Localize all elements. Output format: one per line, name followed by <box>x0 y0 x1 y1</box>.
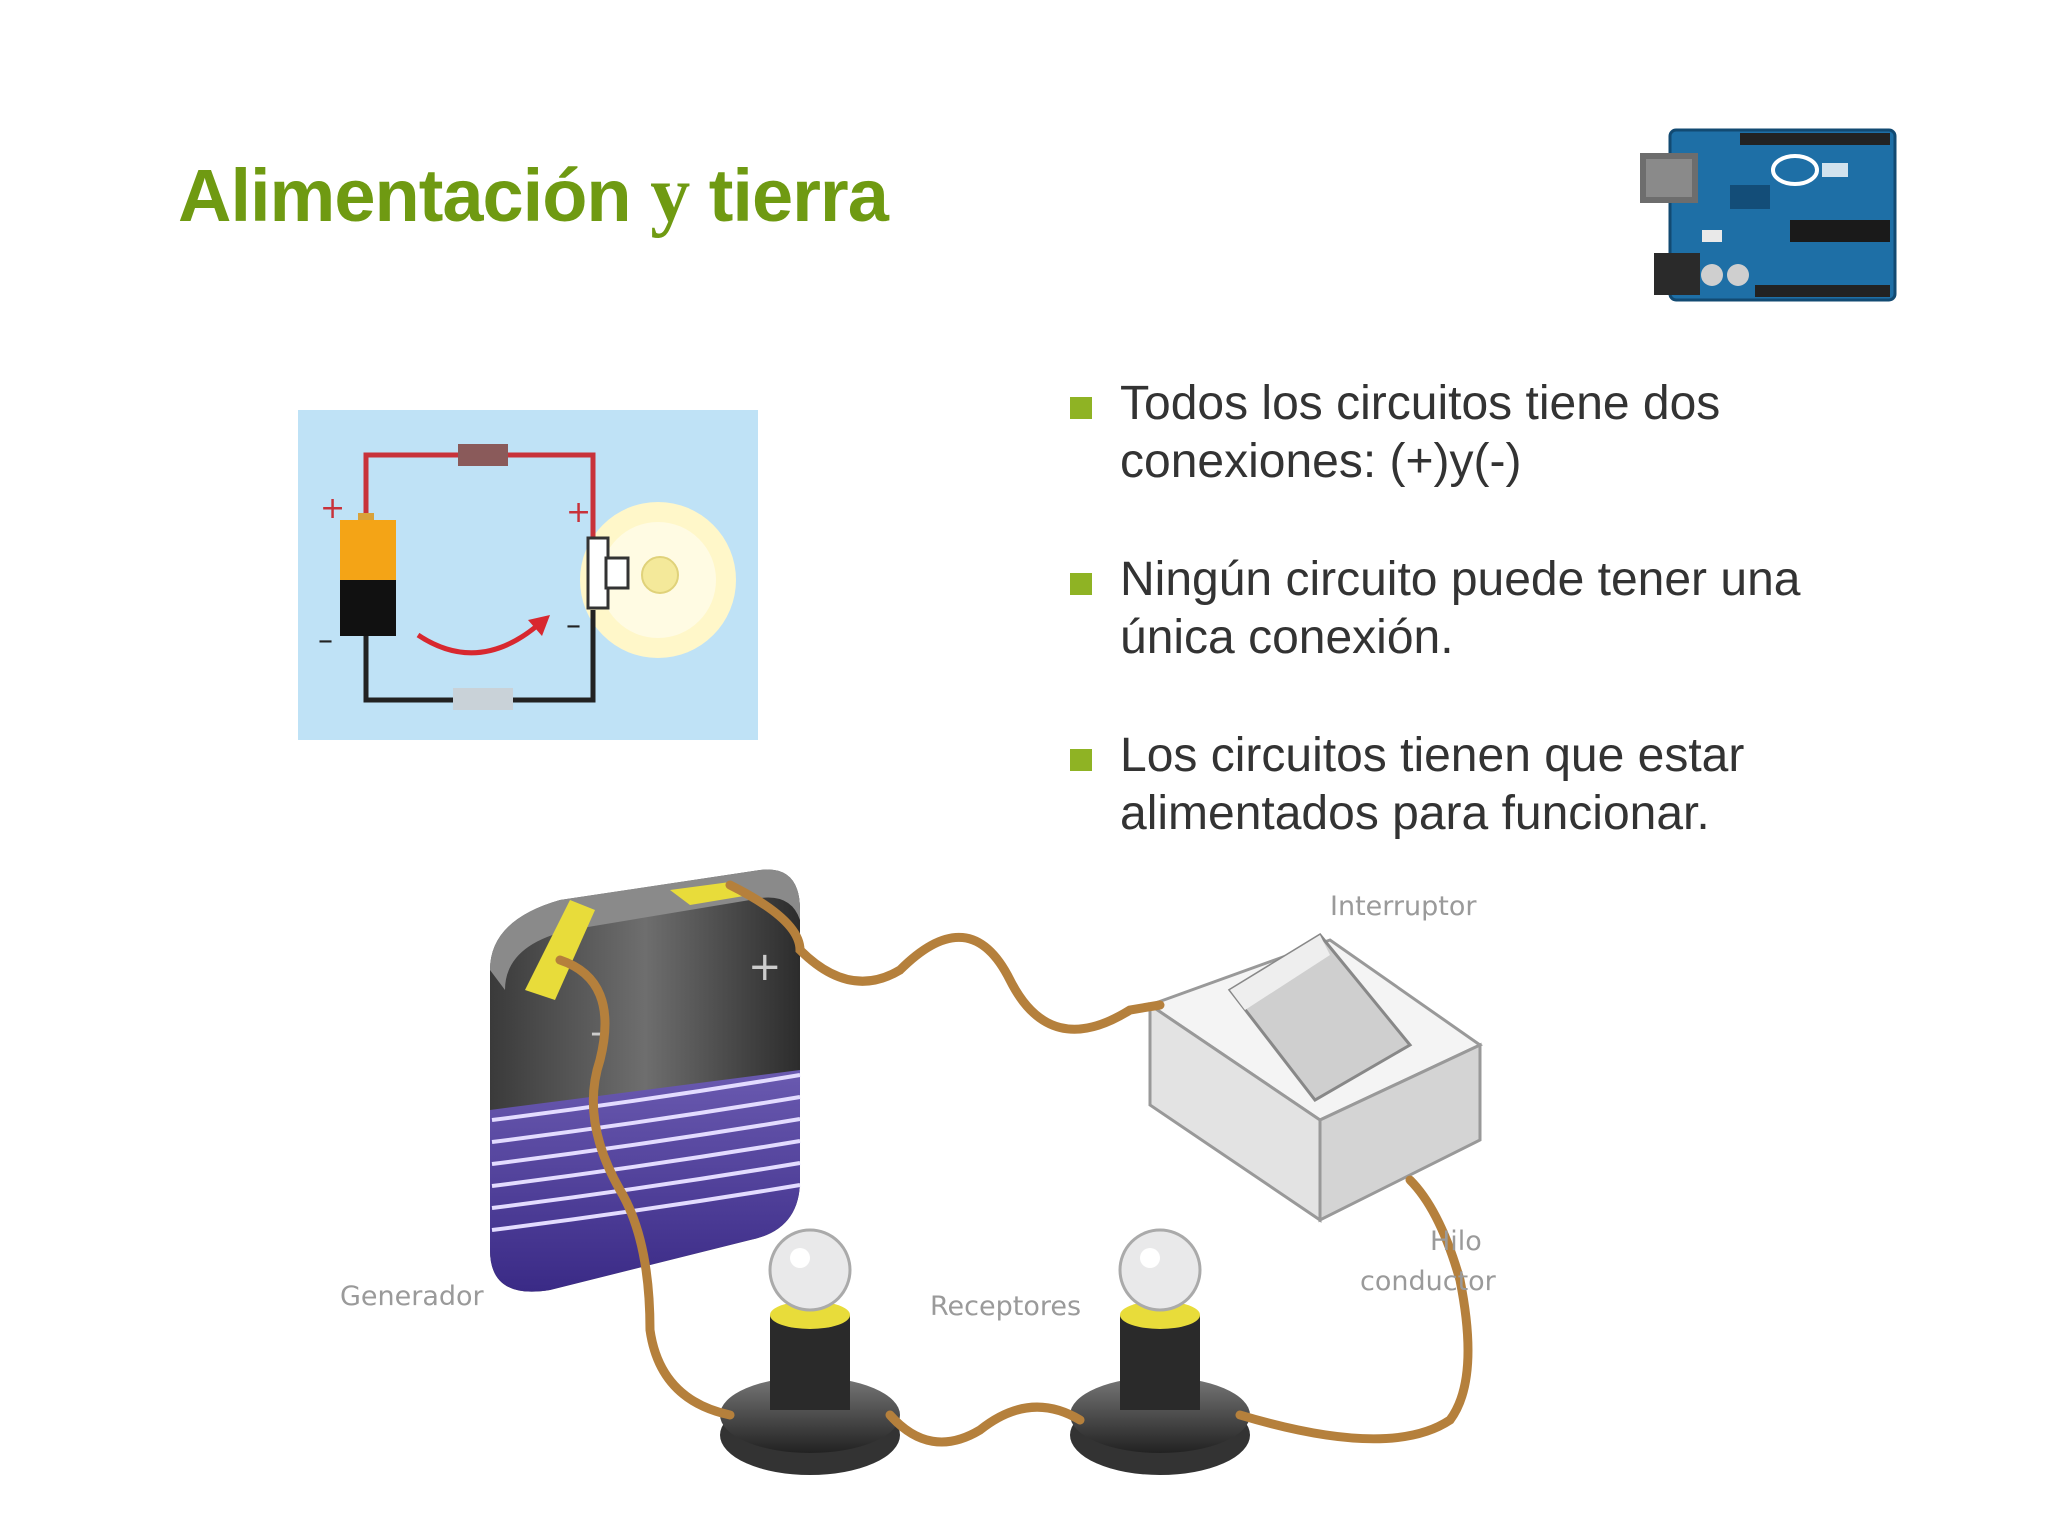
bullet-text-3: Los circuitos tienen que estar alimentad… <box>1120 729 1745 840</box>
title-part-3: tierra <box>708 154 889 237</box>
bullet-item-3: Los circuitos tienen que estar alimentad… <box>1070 727 1890 843</box>
battery-plus-sign: + <box>748 944 782 990</box>
slide-title: Alimentación y tierra <box>178 150 889 241</box>
title-part-1: Alimentación <box>178 154 632 237</box>
bulb-right <box>1070 1228 1250 1475</box>
bullet-item-2: Ningún circuito puede tener una única co… <box>1070 551 1890 667</box>
bullet-list: Todos los circuitos tiene dos conexiones… <box>1070 375 1890 903</box>
label-receptores: Receptores <box>930 1291 1081 1322</box>
bulb-minus-sign: – <box>566 608 581 643</box>
bullet-square-icon <box>1070 573 1092 595</box>
label-generador: Generador <box>340 1281 485 1312</box>
label-hilo: Hilo <box>1430 1226 1482 1257</box>
label-conductor: conductor <box>1360 1266 1497 1297</box>
bullet-item-1: Todos los circuitos tiene dos conexiones… <box>1070 375 1890 491</box>
bulb-plus-sign: + <box>566 495 591 530</box>
bullet-square-icon <box>1070 397 1092 419</box>
arduino-board-image <box>1640 128 1897 302</box>
label-interruptor: Interruptor <box>1330 891 1477 922</box>
title-part-2: y <box>650 151 690 239</box>
battery-plus-sign: + <box>320 491 345 526</box>
bulb-left <box>720 1228 900 1475</box>
bullet-text-2: Ningún circuito puede tener una única co… <box>1120 553 1801 664</box>
bullet-text-1: Todos los circuitos tiene dos conexiones… <box>1120 377 1721 488</box>
circuit-illustration: + – Interruptor Hilo conductor Generador… <box>340 869 1497 1475</box>
simple-circuit-diagram: + – + – <box>298 410 758 740</box>
battery-minus-sign: – <box>318 623 333 658</box>
bullet-square-icon <box>1070 749 1092 771</box>
